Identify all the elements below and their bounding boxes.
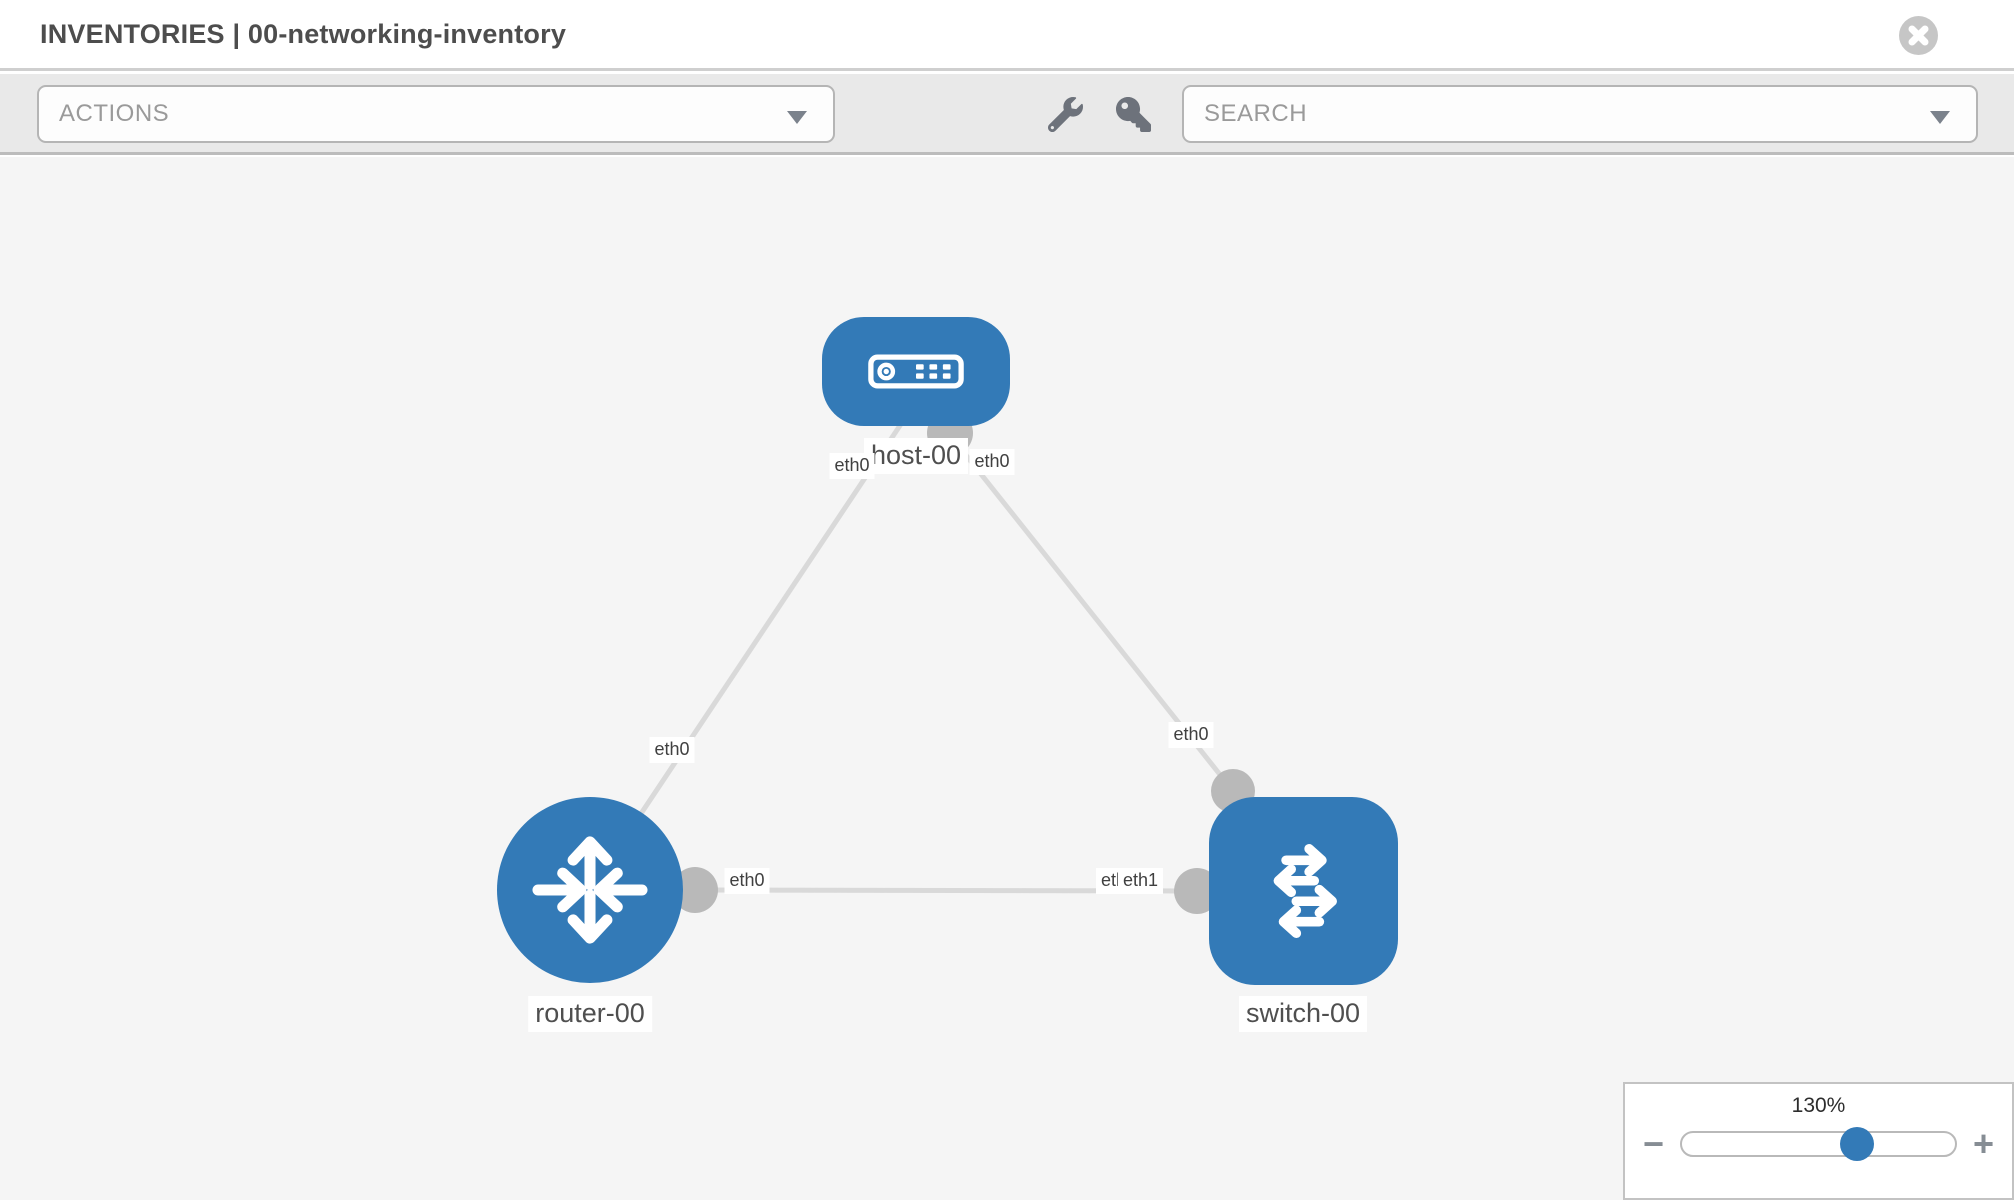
zoom-slider-thumb[interactable] [1839, 1127, 1874, 1161]
interface-connector [1174, 868, 1220, 914]
actions-dropdown[interactable]: ACTIONS [37, 85, 835, 143]
key-icon [1115, 97, 1151, 132]
credentials-button[interactable] [1110, 74, 1156, 155]
page-title: INVENTORIES | 00-networking-inventory [40, 18, 567, 49]
router-icon [532, 836, 648, 944]
zoom-level-value: 130% [1791, 1094, 1846, 1117]
topology-canvas[interactable] [0, 157, 2014, 1200]
link-host-router[interactable] [587, 398, 920, 892]
switch-icon [1273, 843, 1337, 939]
close-icon [1908, 25, 1929, 46]
node-label-switch: switch-00 [1238, 996, 1368, 1032]
interface-connector [672, 867, 718, 913]
host-icon [868, 354, 964, 389]
chevron-down-icon [787, 111, 807, 124]
close-button[interactable] [1899, 16, 1938, 55]
node-label-router: router-00 [528, 996, 652, 1032]
toolbar: ACTIONS SEARCH [0, 74, 2014, 155]
zoom-in-button[interactable]: + [1972, 1123, 1994, 1164]
if-label-router-top: eth0 [649, 737, 695, 763]
node-router-00[interactable] [497, 797, 683, 983]
chevron-down-icon [1930, 111, 1950, 124]
if-label-link-switch-eth1: eth1 [1118, 868, 1164, 894]
if-label-host-left: eth0 [829, 453, 875, 479]
zoom-slider-track[interactable] [1680, 1127, 1957, 1161]
zoom-out-button[interactable]: − [1643, 1123, 1665, 1164]
node-label-host: host-00 [863, 438, 969, 474]
node-host-00[interactable] [822, 317, 1010, 426]
actions-dropdown-label: ACTIONS [59, 100, 170, 127]
if-label-link-router: eth0 [724, 868, 770, 894]
search-placeholder: SEARCH [1204, 100, 1308, 127]
node-switch-00[interactable] [1209, 797, 1398, 985]
configure-button[interactable] [1042, 74, 1088, 155]
panel-header: INVENTORIES | 00-networking-inventory [0, 0, 2014, 71]
wrench-icon [1047, 97, 1083, 132]
if-label-switch-top: eth0 [1168, 722, 1214, 748]
if-label-host-right: eth0 [969, 449, 1015, 475]
zoom-control-panel: 130% − + [1623, 1082, 2014, 1200]
search-dropdown[interactable]: SEARCH [1182, 85, 1978, 143]
